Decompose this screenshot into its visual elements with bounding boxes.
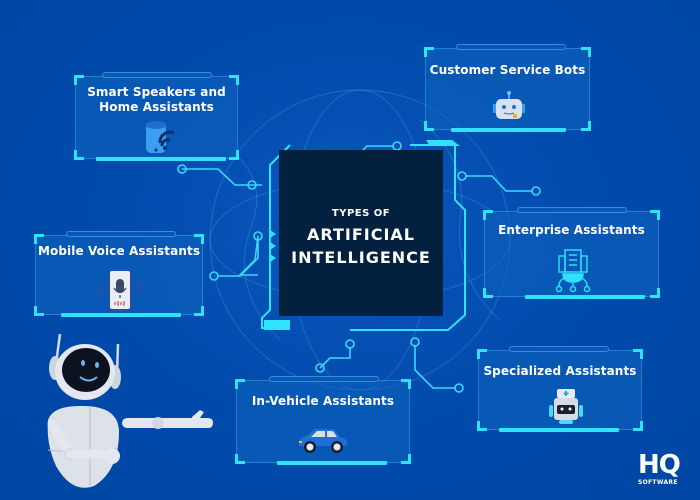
hq-software-logo: HQ SOFTWARE <box>638 452 688 486</box>
card-specialized-assistants: Specialized Assistants <box>477 346 643 432</box>
medical-robot-icon <box>549 389 583 424</box>
card-title: Mobile Voice Assistants <box>37 244 201 258</box>
building-network-icon <box>555 249 591 293</box>
logo-mark: HQ <box>638 450 681 480</box>
robot-mascot-icon <box>47 333 213 488</box>
phone-microphone-icon <box>97 269 143 311</box>
card-title: In-Vehicle Assistants <box>251 394 395 408</box>
card-mobile-voice-assistants: Mobile Voice Assistants <box>34 231 204 317</box>
card-in-vehicle-assistants: In-Vehicle Assistants <box>235 376 411 465</box>
logo-subtitle: SOFTWARE <box>638 479 678 486</box>
chatbot-icon <box>493 91 525 119</box>
car-icon <box>299 429 347 453</box>
center-title-line2: INTELLIGENCE <box>291 248 431 267</box>
card-customer-service-bots: Customer Service Bots <box>424 44 591 132</box>
smart-speaker-icon <box>146 121 175 153</box>
card-smart-speakers: Smart Speakers and Home Assistants <box>74 72 239 161</box>
card-title: Specialized Assistants <box>483 364 637 378</box>
card-title: Enterprise Assistants <box>498 223 645 237</box>
card-enterprise-assistants: Enterprise Assistants <box>483 207 660 299</box>
card-title: Customer Service Bots <box>429 63 586 77</box>
center-title-line1: ARTIFICIAL <box>306 225 415 244</box>
card-title: Smart Speakers and Home Assistants <box>87 85 226 114</box>
center-title: ARTIFICIAL INTELLIGENCE <box>279 223 443 269</box>
center-subtitle: TYPES OF <box>331 208 391 219</box>
center-title-box: TYPES OF ARTIFICIAL INTELLIGENCE <box>279 150 443 316</box>
